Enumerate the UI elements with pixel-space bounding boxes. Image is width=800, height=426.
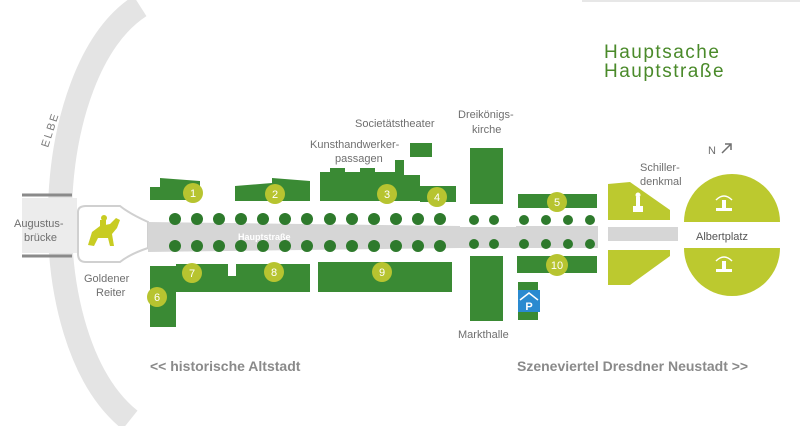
marker-5[interactable]: 5 (547, 192, 567, 212)
augustusbruecke-label-1: Augustus- (14, 218, 64, 230)
marker-10-label: 10 (551, 260, 563, 272)
marker-8[interactable]: 8 (264, 262, 284, 282)
marker-1[interactable]: 1 (183, 183, 203, 203)
schillerdenkmal-label-2: denkmal (640, 176, 682, 188)
fountain-north-icon (715, 195, 733, 211)
nav-historische-altstadt-link[interactable]: << historische Altstadt (150, 358, 301, 374)
north-arrow-icon (721, 143, 732, 154)
brand-line-1: Hauptsache (604, 42, 720, 63)
marker-6-label: 6 (154, 292, 160, 304)
schillerdenkmal-plaza-south (608, 250, 670, 285)
kunsthandwerker-label-2: passagen (335, 153, 383, 165)
hauptstrasse-street-label: Hauptstraße (238, 232, 291, 242)
marker-9[interactable]: 9 (372, 262, 392, 282)
albertplatz-label: Albertplatz (696, 231, 748, 243)
marker-1-label: 1 (190, 188, 196, 200)
fountain-south-icon (715, 256, 733, 272)
north-label: N (708, 145, 716, 157)
dreikoenigskirche-label-1: Dreikönigs- (458, 109, 514, 121)
trees-north-row (169, 213, 595, 225)
marker-2[interactable]: 2 (265, 184, 285, 204)
brand-line-2: Hauptstraße (604, 61, 725, 82)
street-segment-east (516, 226, 598, 248)
goldener-reiter-label-2: Reiter (96, 287, 126, 299)
hauptstrasse-street (148, 222, 460, 252)
marker-7[interactable]: 7 (182, 263, 202, 283)
nav-dresdner-neustadt-link[interactable]: Szeneviertel Dresdner Neustadt >> (517, 358, 748, 374)
goldener-reiter-statue-icon (88, 215, 120, 246)
marker-6[interactable]: 6 (147, 287, 167, 307)
schillerdenkmal-statue-icon (633, 192, 643, 212)
schillerdenkmal-label-1: Schiller- (640, 162, 680, 174)
marker-5-label: 5 (554, 197, 560, 209)
marker-9-label: 9 (379, 267, 385, 279)
augustusbruecke-road (22, 198, 77, 253)
marker-7-label: 7 (189, 268, 195, 280)
albertplatz-north (684, 174, 780, 222)
societaetstheater-label: Societätstheater (355, 118, 435, 130)
marker-3[interactable]: 3 (377, 184, 397, 204)
marker-3-label: 3 (384, 189, 390, 201)
parking-label: P (525, 301, 532, 313)
augustusbruecke-label-2: brücke (24, 232, 57, 244)
dreikoenigskirche-label-2: kirche (472, 124, 501, 136)
trees-south-row (169, 239, 595, 252)
markthalle-label: Markthalle (458, 329, 509, 341)
marker-10[interactable]: 10 (546, 254, 568, 276)
marker-4-label: 4 (434, 192, 440, 204)
marker-2-label: 2 (272, 189, 278, 201)
marker-8-label: 8 (271, 267, 277, 279)
goldener-reiter-plaza (77, 205, 149, 263)
kunsthandwerker-label-1: Kunsthandwerker- (310, 139, 400, 151)
marker-4[interactable]: 4 (427, 187, 447, 207)
goldener-reiter-label-1: Goldener (84, 273, 130, 285)
street-segment-middle (458, 227, 518, 248)
street-segment-schiller (608, 227, 678, 241)
parking-icon[interactable]: P (518, 290, 540, 313)
